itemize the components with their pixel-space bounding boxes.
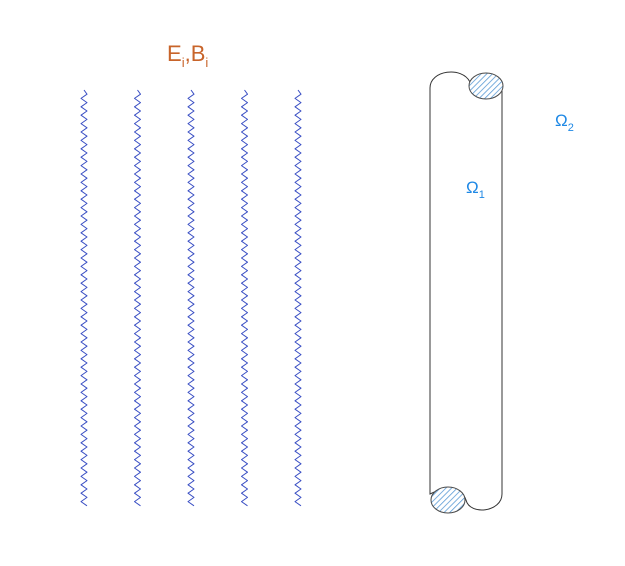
incident-wave-line bbox=[187, 89, 195, 507]
region-outer-label: Ω2 bbox=[555, 111, 574, 134]
omega2-subscript: 2 bbox=[568, 122, 574, 134]
omega1-symbol: Ω bbox=[466, 178, 479, 197]
incident-wave-line bbox=[134, 89, 141, 507]
cylinder-outline bbox=[429, 71, 503, 511]
e-subscript: i bbox=[182, 55, 185, 70]
bottom-cross-section bbox=[430, 486, 466, 514]
incident-wave-lines bbox=[80, 89, 302, 507]
omega2-symbol: Ω bbox=[555, 111, 568, 130]
e-symbol: E bbox=[167, 41, 182, 66]
incident-field-label: Ei,Bi bbox=[167, 41, 208, 70]
conductor-cylinder bbox=[429, 71, 504, 514]
omega1-subscript: 1 bbox=[479, 189, 485, 201]
b-subscript: i bbox=[205, 55, 208, 70]
top-cross-section bbox=[468, 72, 504, 100]
b-symbol: ,B bbox=[185, 41, 206, 66]
region-inner-label: Ω1 bbox=[466, 178, 485, 201]
incident-wave-line bbox=[294, 89, 302, 507]
incident-wave-line bbox=[241, 89, 248, 507]
incident-wave-line bbox=[80, 89, 88, 507]
